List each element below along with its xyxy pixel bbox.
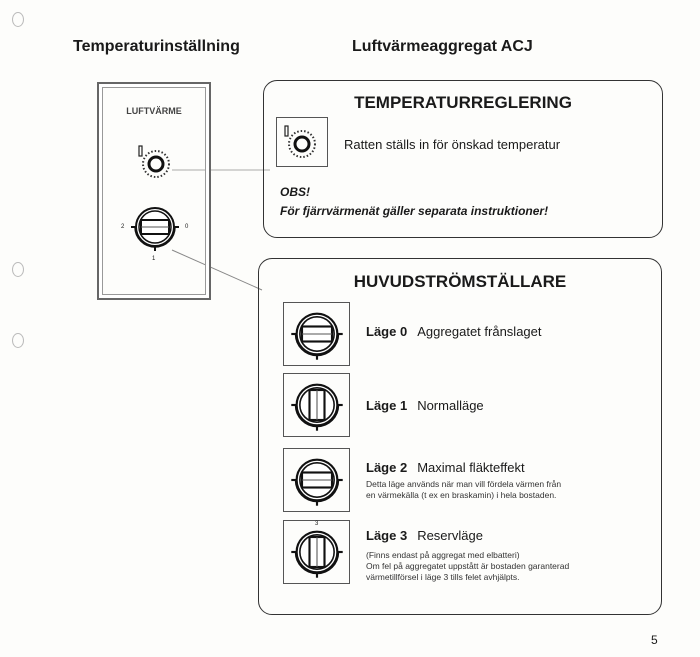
page-number: 5 [651, 633, 658, 647]
desc-line: Detta läge används när man vill fördela … [366, 479, 562, 489]
mode-label: Läge 1 [366, 398, 408, 413]
page-title: Luftvärmeaggregat ACJ [352, 38, 533, 55]
obs-label: OBS! [280, 185, 310, 199]
desc-line: en värmekälla (t ex en braskamin) i hela… [366, 490, 557, 500]
binder-hole [12, 262, 24, 277]
mode-0: Läge 0 Aggregatet frånslaget [366, 324, 542, 339]
box-title: HUVUDSTRÖMSTÄLLARE [353, 272, 567, 291]
mode-3-description: (Finns endast på aggregat med elbatteri)… [366, 550, 569, 583]
mode-name: Maximal fläkteffekt [417, 460, 525, 475]
mode-label: Läge 0 [366, 324, 408, 339]
mode-3: Läge 3 Reservläge [366, 528, 483, 543]
mode-name: Reservläge [417, 528, 483, 543]
obs-text: För fjärrvärmenät gäller separata instru… [280, 204, 549, 218]
main-switch-knob[interactable] [127, 199, 183, 255]
knob-position-2-icon [291, 458, 343, 506]
temperature-knob-thumbnail [276, 117, 328, 167]
desc-line: Om fel på aggregatet uppstått är bostade… [366, 561, 570, 571]
knob-label: 2 [121, 224, 125, 230]
knob-position-3-icon [291, 530, 343, 578]
mode-name: Normalläge [417, 398, 484, 413]
knob-position-0-icon [291, 312, 343, 360]
main-switch-box: HUVUDSTRÖMSTÄLLARE [258, 258, 662, 615]
temperature-knob[interactable] [136, 142, 176, 182]
knob-label: 0 [185, 224, 189, 230]
mode-name: Aggregatet frånslaget [417, 324, 542, 339]
mode-label: Läge 2 [366, 460, 408, 475]
binder-hole [12, 12, 24, 27]
control-panel: LUFTVÄRME 2 0 1 [97, 82, 211, 300]
temperature-control-box: TEMPERATURREGLERING Ratten ställs in för… [263, 80, 663, 238]
mode-1-diagram [283, 373, 350, 437]
box-title: TEMPERATURREGLERING [354, 93, 572, 112]
knob-label: 1 [152, 256, 156, 262]
binder-hole [12, 333, 24, 348]
mode-2-description: Detta läge används när man vill fördela … [366, 479, 561, 501]
mode-label: Läge 3 [366, 528, 408, 543]
mode-2-diagram [283, 448, 350, 512]
instruction-text: Ratten ställs in för önskad temperatur [344, 137, 561, 152]
mode-0-diagram [283, 302, 350, 366]
desc-line: värmetillförsel i läge 3 tills felet avh… [366, 572, 520, 582]
mode-2: Läge 2 Maximal fläkteffekt [366, 460, 525, 475]
desc-line: (Finns endast på aggregat med elbatteri) [366, 550, 520, 560]
mode-1: Läge 1 Normalläge [366, 398, 484, 413]
temperature-knob-icon [284, 125, 316, 158]
knob-label: 3 [315, 521, 319, 527]
mode-3-diagram: 3 [283, 520, 350, 584]
section-title: Temperaturinställning [73, 38, 240, 55]
knob-position-1-icon [291, 383, 343, 431]
panel-label: LUFTVÄRME [126, 106, 182, 116]
